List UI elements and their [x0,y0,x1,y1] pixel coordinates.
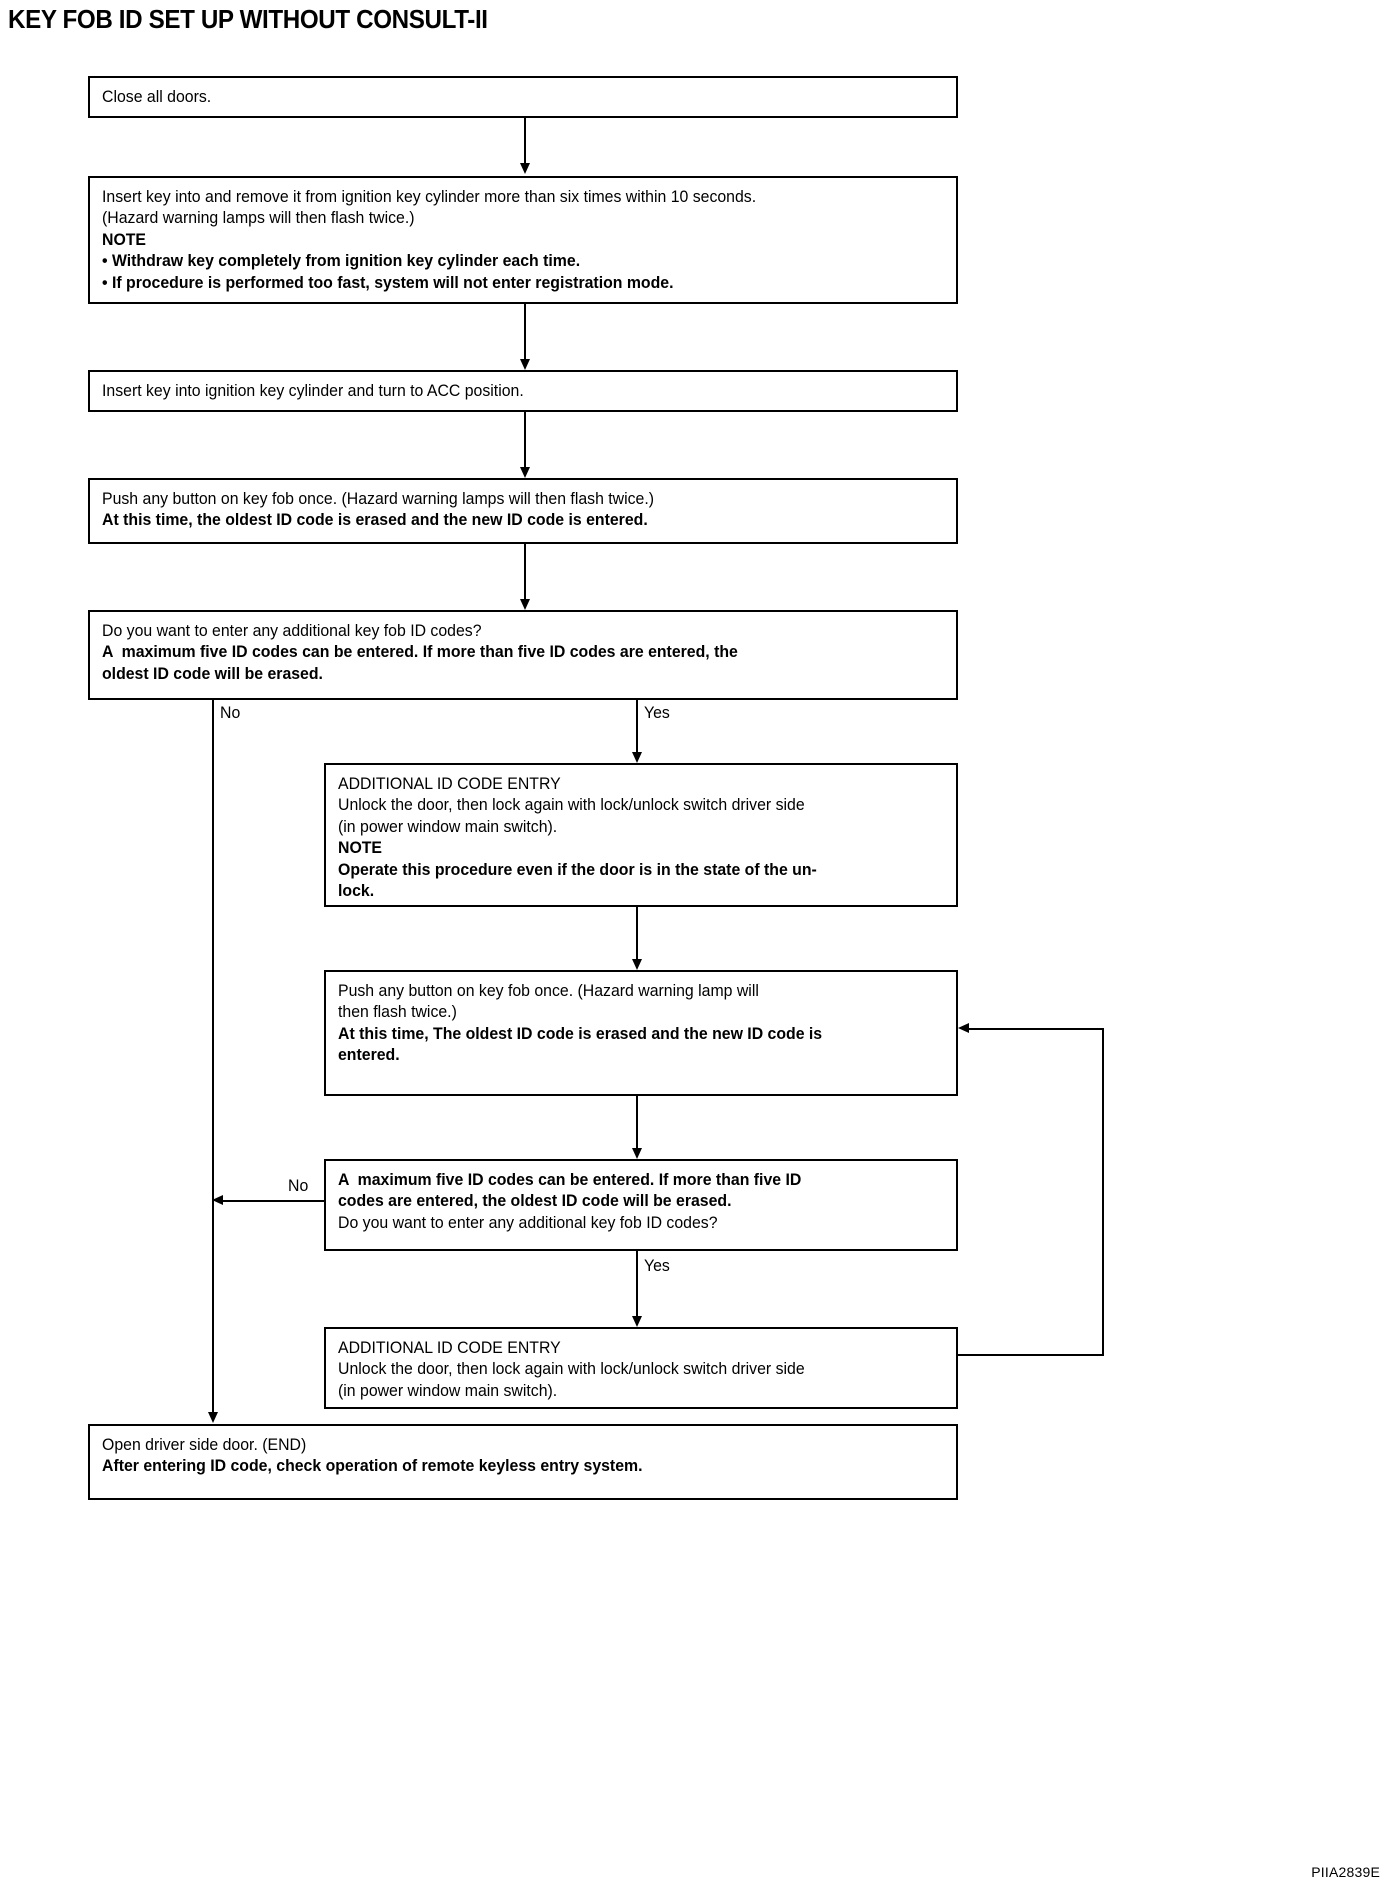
box-line: lock. [338,882,375,901]
box-line-note-heading: NOTE [338,839,383,858]
flow-box-end-open-door: Open driver side door. (END) After enter… [88,1424,958,1500]
box-line: (Hazard warning lamps will then flash tw… [102,209,415,228]
branch-label-no: No [220,704,241,722]
connector-arrow [520,467,530,478]
figure-code: PIIA2839E [1311,1864,1380,1880]
connector-line-no-branch-2 [222,1200,324,1202]
feedback-loop-vertical [1102,1028,1104,1356]
flow-box-decision-2: A maximum five ID codes can be entered. … [324,1159,958,1251]
flow-box-turn-acc: Insert key into ignition key cylinder an… [88,370,958,412]
box-line: (in power window main switch). [338,1381,558,1400]
box-line: A maximum five ID codes can be entered. … [102,643,738,662]
connector-arrow [520,599,530,610]
box-line: Unlock the door, then lock again with lo… [338,796,805,815]
flow-box-additional-entry-2: ADDITIONAL ID CODE ENTRY Unlock the door… [324,1327,958,1409]
box-line: Do you want to enter any additional key … [338,1213,718,1232]
box-line: Close all doors. [102,88,212,106]
box-line: After entering ID code, check operation … [102,1457,643,1476]
box-line: At this time, The oldest ID code is eras… [338,1024,823,1043]
flow-box-push-key-fob-2: Push any button on key fob once. (Hazard… [324,970,958,1096]
connector-line [524,304,526,362]
flow-box-insert-remove-key: Insert key into and remove it from ignit… [88,176,958,304]
box-line: Insert key into and remove it from ignit… [102,188,757,206]
connector-line-yes-branch [636,700,638,755]
flow-box-push-key-fob-1: Push any button on key fob once. (Hazard… [88,478,958,544]
box-line-note-heading: NOTE [102,230,147,249]
box-line: Unlock the door, then lock again with lo… [338,1360,805,1379]
branch-label-yes-2: Yes [644,1257,670,1275]
box-line: oldest ID code will be erased. [102,664,323,683]
branch-label-no-2: No [288,1177,309,1195]
box-line: entered. [338,1046,400,1065]
box-line: codes are entered, the oldest ID code wi… [338,1192,732,1211]
feedback-loop-horizontal-top [968,1028,1104,1030]
connector-arrow [632,1148,642,1159]
branch-label-yes: Yes [644,704,670,722]
box-line: Do you want to enter any additional key … [102,622,482,640]
flow-box-close-doors: Close all doors. [88,76,958,118]
connector-arrow [520,359,530,370]
feedback-loop-horizontal-bottom [958,1354,1104,1356]
flow-box-decision-1: Do you want to enter any additional key … [88,610,958,700]
connector-arrow [520,163,530,174]
feedback-loop-arrow [958,1023,969,1033]
connector-arrow [208,1412,218,1423]
box-line: ADDITIONAL ID CODE ENTRY [338,1339,561,1357]
box-line: Insert key into ignition key cylinder an… [102,382,524,400]
flow-box-additional-entry-1: ADDITIONAL ID CODE ENTRY Unlock the door… [324,763,958,907]
box-line: Operate this procedure even if the door … [338,860,817,879]
connector-arrow [212,1195,223,1205]
box-line-bullet: • Withdraw key completely from ignition … [102,252,581,271]
box-line: Push any button on key fob once. (Hazard… [338,982,759,1000]
box-line: Push any button on key fob once. (Hazard… [102,490,655,508]
connector-arrow [632,1316,642,1327]
box-line: At this time, the oldest ID code is eras… [102,511,648,530]
box-line: Open driver side door. (END) [102,1436,307,1454]
connector-arrow [632,959,642,970]
connector-line-no-branch [212,700,214,1415]
box-line: (in power window main switch). [338,817,558,836]
box-line: A maximum five ID codes can be entered. … [338,1171,802,1189]
connector-line [636,907,638,962]
box-line: then flash twice.) [338,1003,457,1022]
connector-line-yes-branch-2 [636,1251,638,1319]
connector-line [524,412,526,470]
connector-line [524,118,526,166]
connector-line [524,544,526,602]
box-line: ADDITIONAL ID CODE ENTRY [338,775,561,793]
connector-line [636,1096,638,1151]
box-line-bullet: • If procedure is performed too fast, sy… [102,273,674,292]
page-title: KEY FOB ID SET UP WITHOUT CONSULT-II [8,4,488,34]
connector-arrow [632,752,642,763]
